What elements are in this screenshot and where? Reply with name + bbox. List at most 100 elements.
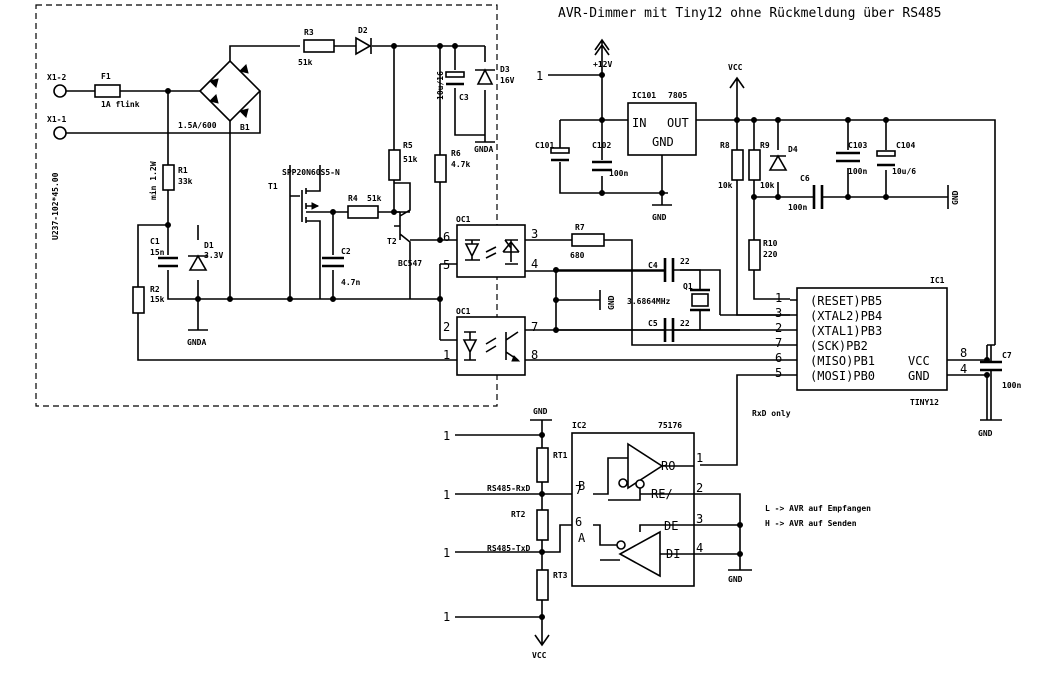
svg-text:C101: C101 xyxy=(535,141,554,150)
svg-text:GNDA: GNDA xyxy=(474,145,493,154)
svg-text:RT3: RT3 xyxy=(553,571,568,580)
svg-text:IC1: IC1 xyxy=(930,276,945,285)
mosfet-t1: T1 SPP20N60S5-N xyxy=(268,165,345,299)
svg-text:RO: RO xyxy=(661,459,675,473)
svg-text:15k: 15k xyxy=(150,295,165,304)
svg-text:5: 5 xyxy=(775,366,782,380)
svg-text:1: 1 xyxy=(775,291,782,305)
capacitor-c4: C4 22 xyxy=(648,257,701,282)
svg-text:5: 5 xyxy=(443,258,450,272)
svg-text:1A flink: 1A flink xyxy=(101,99,140,109)
resistor-r2: R2 15k xyxy=(132,285,165,314)
svg-text:C102: C102 xyxy=(592,141,611,150)
svg-text:7: 7 xyxy=(575,483,582,497)
svg-text:(XTAL1)PB3: (XTAL1)PB3 xyxy=(810,324,882,338)
svg-text:GND: GND xyxy=(728,575,743,584)
svg-text:22: 22 xyxy=(680,319,690,328)
connector-label-one: 1 xyxy=(443,546,450,560)
svg-text:GND: GND xyxy=(951,190,960,205)
svg-text:DE: DE xyxy=(664,519,678,533)
svg-text:IC101: IC101 xyxy=(632,91,656,100)
svg-text:GNDA: GNDA xyxy=(187,338,206,347)
connector-label-one: 1 xyxy=(443,488,450,502)
svg-text:D3: D3 xyxy=(500,65,510,74)
svg-text:4.7k: 4.7k xyxy=(451,160,470,169)
svg-text:51k: 51k xyxy=(298,58,313,67)
net-vcc-bottom: VCC xyxy=(532,634,550,660)
svg-text:T2: T2 xyxy=(387,237,397,246)
svg-text:6: 6 xyxy=(443,230,450,244)
svg-text:3: 3 xyxy=(775,306,782,320)
rxd-only-note: RxD only xyxy=(752,409,791,418)
ground-c7: GND xyxy=(978,419,1002,438)
svg-text:16V: 16V xyxy=(500,76,515,85)
optocoupler-oc1-bottom: OC1 2 1 7 8 xyxy=(443,307,538,376)
svg-text:C7: C7 xyxy=(1002,351,1012,360)
capacitor-c103: C103 100n xyxy=(836,141,867,176)
svg-text:6: 6 xyxy=(575,515,582,529)
ground-regulator: GND xyxy=(652,204,672,222)
svg-text:C6: C6 xyxy=(800,174,810,183)
svg-text:4.7n: 4.7n xyxy=(341,278,360,287)
svg-text:R1: R1 xyxy=(178,166,188,175)
resistor-r6: R6 4.7k xyxy=(434,149,470,183)
connector-label-one: 1 xyxy=(536,69,543,83)
zener-d1: D1 3.3V xyxy=(188,241,223,271)
svg-text:(SCK)PB2: (SCK)PB2 xyxy=(810,339,868,353)
svg-text:D1: D1 xyxy=(204,241,214,250)
resistor-r4: R4 51k xyxy=(347,194,382,219)
svg-text:R3: R3 xyxy=(304,28,314,37)
svg-text:R5: R5 xyxy=(403,141,413,150)
svg-text:100n: 100n xyxy=(788,203,807,212)
svg-text:10k: 10k xyxy=(718,181,733,190)
svg-text:6: 6 xyxy=(775,351,782,365)
svg-text:R9: R9 xyxy=(760,141,770,150)
svg-text:IN: IN xyxy=(632,116,646,130)
resistor-r9: R9 10k xyxy=(748,141,775,190)
capacitor-c101: C101 xyxy=(535,141,570,162)
resistor-rt2: RT2 xyxy=(511,509,549,541)
board-side-label: U237-102*45.00 xyxy=(51,172,60,240)
svg-text:2: 2 xyxy=(775,321,782,335)
svg-text:2: 2 xyxy=(696,481,703,495)
resistor-r3: R3 51k xyxy=(298,28,335,67)
capacitor-c7: C7 100n xyxy=(980,345,1021,420)
svg-text:10u/6: 10u/6 xyxy=(892,167,916,176)
svg-text:VCC: VCC xyxy=(908,354,930,368)
svg-text:C103: C103 xyxy=(848,141,867,150)
svg-text:GND: GND xyxy=(607,295,616,310)
capacitor-c3: C3 10u/16 xyxy=(436,71,469,102)
schematic-title: AVR-Dimmer mit Tiny12 ohne Rückmeldung ü… xyxy=(558,6,942,21)
ground-ic2: GND xyxy=(728,569,752,584)
svg-text:GND: GND xyxy=(652,135,674,149)
svg-text:3: 3 xyxy=(696,512,703,526)
capacitor-c5: C5 22 xyxy=(648,318,690,342)
svg-text:3.3V: 3.3V xyxy=(204,251,223,260)
resistor-r8: R8 10k xyxy=(718,141,744,190)
svg-text:OC1: OC1 xyxy=(456,215,471,224)
ground-c6: GND xyxy=(947,185,960,209)
ground-gnda-left: GNDA xyxy=(187,322,208,347)
svg-text:1: 1 xyxy=(443,348,450,362)
connector-label-one: 1 xyxy=(443,610,450,624)
capacitor-c102: C102 100n xyxy=(592,141,628,178)
svg-text:VCC: VCC xyxy=(532,651,547,660)
svg-text:51k: 51k xyxy=(403,155,418,164)
svg-text:(XTAL2)PB4: (XTAL2)PB4 xyxy=(810,309,882,323)
diode-d2: D2 xyxy=(355,26,372,56)
svg-text:RT1: RT1 xyxy=(553,451,568,460)
resistor-r7: R7 680 xyxy=(570,223,605,260)
regulator-ic101: IN OUT GND IC101 7805 xyxy=(627,91,697,156)
svg-text:GND: GND xyxy=(533,407,548,416)
svg-text:R8: R8 xyxy=(720,141,730,150)
svg-text:B: B xyxy=(578,479,585,493)
rs485-rxd-label: RS485-RxD xyxy=(487,484,531,493)
svg-text:D4: D4 xyxy=(788,145,798,154)
svg-text:Q1: Q1 xyxy=(683,282,693,291)
resistor-rt1: RT1 xyxy=(536,447,568,483)
svg-text:OC1: OC1 xyxy=(456,307,471,316)
svg-text:IC2: IC2 xyxy=(572,421,587,430)
svg-text:8: 8 xyxy=(531,348,538,362)
svg-text:R2: R2 xyxy=(150,285,160,294)
svg-text:7805: 7805 xyxy=(668,91,687,100)
